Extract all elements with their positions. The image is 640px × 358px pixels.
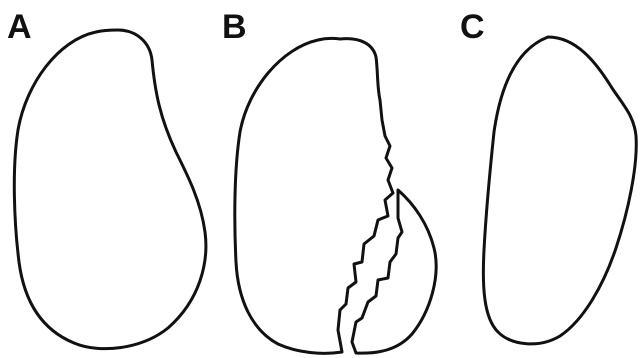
panel-c: C — [460, 8, 636, 344]
panel-a: A — [7, 8, 206, 349]
outline-b-broken-fragment — [352, 190, 436, 353]
outline-a-intact — [14, 30, 206, 349]
panel-label-b: B — [222, 8, 247, 46]
outline-b-main-fragment — [235, 38, 393, 353]
outline-c-rounded — [483, 37, 636, 344]
panel-label-a: A — [7, 8, 32, 46]
panel-b: B — [222, 8, 436, 353]
panel-label-c: C — [460, 8, 485, 46]
